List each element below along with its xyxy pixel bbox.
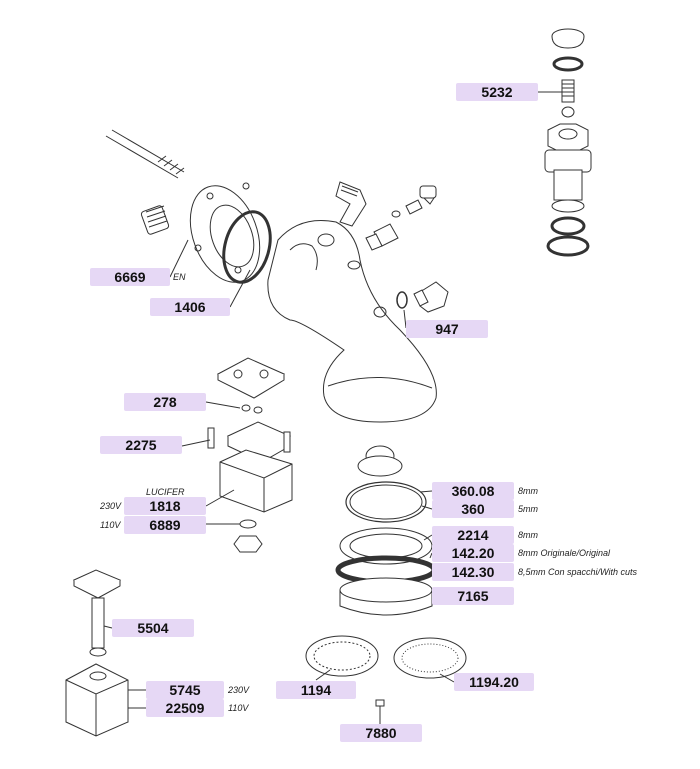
part-label-2275: 2275 bbox=[100, 436, 182, 454]
group-head-stack bbox=[335, 445, 437, 616]
solenoid-body bbox=[207, 421, 293, 553]
part-label-360-08: 360.08 bbox=[432, 482, 514, 500]
part-label-1818: 1818 bbox=[124, 497, 206, 515]
part-note-142-20: 8mm Originale/Original bbox=[518, 548, 611, 558]
threaded-insert-6669 bbox=[140, 205, 170, 235]
part-note-22509: 110V bbox=[228, 703, 249, 713]
part-label-5745: 5745 bbox=[146, 681, 224, 699]
part-label-7165: 7165 bbox=[432, 587, 514, 605]
shower-screens bbox=[305, 635, 467, 679]
part-note-1818-voltage: 230V bbox=[100, 501, 122, 511]
part-label-1406: 1406 bbox=[150, 298, 230, 316]
part-label-142-20: 142.20 bbox=[432, 544, 514, 562]
screw-7880 bbox=[375, 699, 385, 716]
part-note-2214: 8mm bbox=[518, 530, 538, 540]
part-label-947: 947 bbox=[406, 320, 488, 338]
part-note-360-08: 8mm bbox=[518, 486, 538, 496]
part-label-360: 360 bbox=[432, 500, 514, 518]
part-label-1194-20: 1194.20 bbox=[454, 673, 534, 691]
part-note-6889-voltage: 110V bbox=[100, 520, 121, 530]
part-label-278: 278 bbox=[124, 393, 206, 411]
coil-5745 bbox=[65, 663, 129, 737]
part-note-142-30: 8,5mm Con spacchi/With cuts bbox=[518, 567, 637, 577]
elbow-body bbox=[267, 219, 437, 423]
threaded-rod bbox=[105, 129, 185, 179]
part-label-6889: 6889 bbox=[124, 516, 206, 534]
part-label-5232: 5232 bbox=[456, 83, 538, 101]
part-label-2214: 2214 bbox=[432, 526, 514, 544]
part-note-360: 5mm bbox=[518, 504, 538, 514]
part-label-142-30: 142.30 bbox=[432, 563, 514, 581]
gasket-278 bbox=[216, 357, 286, 399]
part-label-22509: 22509 bbox=[146, 699, 224, 717]
valve-assembly-5232 bbox=[544, 28, 592, 257]
part-label-5504: 5504 bbox=[112, 619, 194, 637]
part-note-5745: 230V bbox=[228, 685, 250, 695]
part-label-6669: 6669 bbox=[90, 268, 170, 286]
nozzle-parts bbox=[365, 185, 437, 251]
solenoid-stem-5504 bbox=[72, 569, 122, 657]
part-note-lucifer: LUCIFER bbox=[146, 487, 185, 497]
o-ring-1406 bbox=[222, 210, 272, 284]
part-label-7880: 7880 bbox=[340, 724, 422, 742]
bolt-947 bbox=[396, 281, 449, 313]
elbow-fitting bbox=[335, 181, 367, 227]
part-label-1194: 1194 bbox=[276, 681, 356, 699]
part-note-6669: EN bbox=[173, 272, 186, 282]
